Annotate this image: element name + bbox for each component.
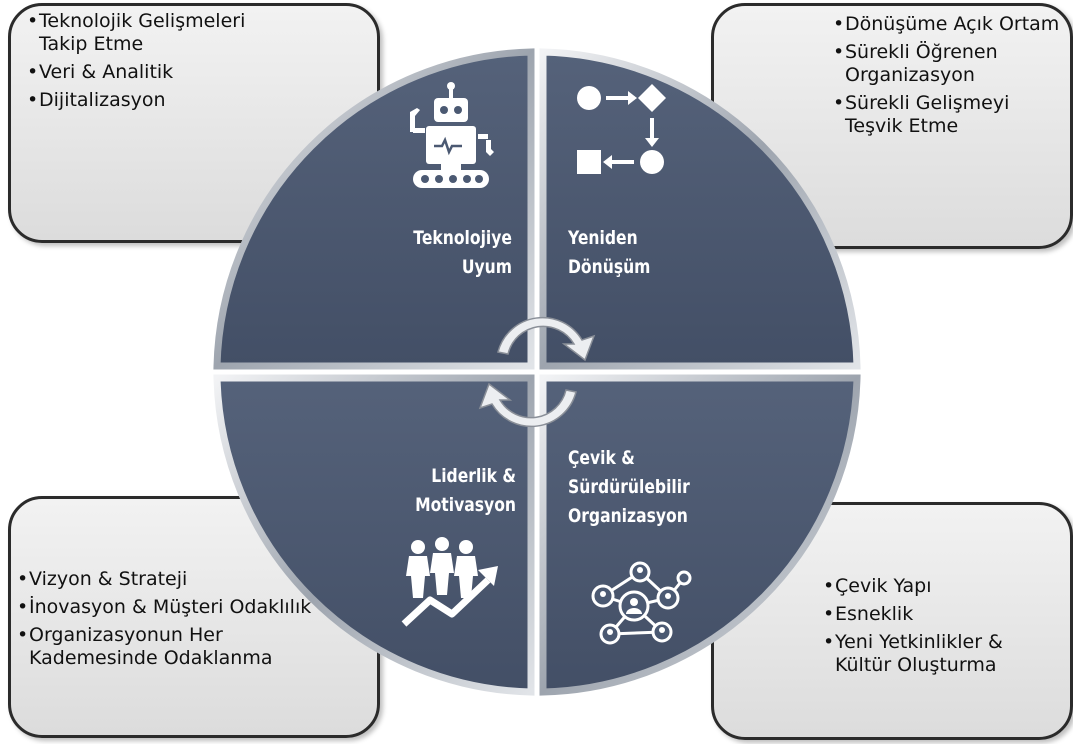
bullet-item: Çevik Yapı — [823, 575, 1053, 598]
robot-icon — [410, 82, 494, 188]
quadrant-label-line: Çevik & — [568, 447, 635, 469]
bullet-item: Yeni Yetkinlikler & Kültür Oluşturma — [823, 631, 1053, 677]
bullet-item: Vizyon & Strateji — [17, 568, 317, 591]
bullet-item: Sürekli Gelişmeyi Teşvik Etme — [833, 92, 1063, 138]
quadrant-label-line: Liderlik & — [431, 465, 516, 487]
quadrant-label-line: Motivasyon — [415, 494, 516, 516]
bullet-item: Sürekli Öğrenen Organizasyon — [833, 41, 1063, 87]
cycle-arrows-icon — [478, 316, 596, 428]
quadrant-bottom-left — [213, 374, 535, 696]
bottom-right-bullet-list: Çevik Yapı Esneklik Yeni Yetkinlikler & … — [823, 575, 1053, 682]
quadrant-label-line: Dönüşüm — [568, 256, 651, 278]
quadrant-label-line: Teknolojiye — [413, 227, 512, 249]
bullet-item: Teknolojik Gelişmeleri Takip Etme — [27, 10, 257, 56]
quadrant-top-right — [539, 48, 861, 370]
process-flow-icon — [577, 84, 666, 174]
bullet-item: Organizasyonun Her Kademesinde Odaklanma — [17, 624, 317, 670]
quadrant-label-line: Sürdürülebilir — [568, 476, 690, 498]
bullet-item: Veri & Analitik — [27, 61, 257, 84]
quadrant-label-top-right: Yeniden Dönüşüm — [568, 224, 699, 282]
bullet-item: Esneklik — [823, 603, 1053, 626]
quadrant-label-bottom-left: Liderlik & Motivasyon — [385, 462, 516, 520]
quadrant-label-line: Yeniden — [568, 227, 638, 249]
quadrant-bottom-right — [539, 374, 861, 696]
top-left-bullet-list: Teknolojik Gelişmeleri Takip Etme Veri &… — [27, 10, 257, 117]
quadrant-top-left — [213, 48, 535, 370]
quadrant-label-line: Uyum — [461, 256, 512, 278]
bottom-left-bullet-list: Vizyon & Strateji İnovasyon & Müşteri Od… — [17, 568, 317, 675]
quadrant-label-bottom-right: Çevik & Sürdürülebilir Organizasyon — [568, 444, 716, 531]
bullet-item: Dijitalizasyon — [27, 89, 257, 112]
quadrant-label-top-left: Teknolojiye Uyum — [397, 224, 512, 282]
bullet-item: Dönüşüme Açık Ortam — [833, 13, 1063, 36]
team-growth-icon — [401, 537, 498, 627]
bullet-item: İnovasyon & Müşteri Odaklılık — [17, 596, 317, 619]
quadrant-label-line: Organizasyon — [568, 505, 688, 527]
network-icon — [591, 561, 692, 645]
top-right-bullet-list: Dönüşüme Açık Ortam Sürekli Öğrenen Orga… — [833, 13, 1063, 143]
